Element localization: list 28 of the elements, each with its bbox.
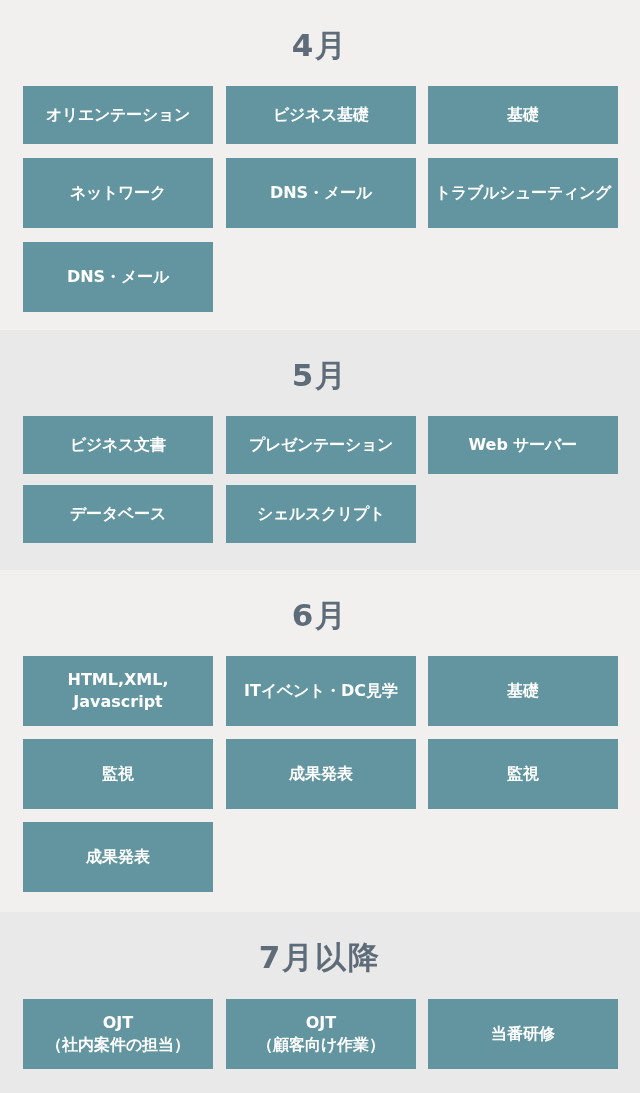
course-box: DNS・メール (23, 242, 213, 312)
course-box: ネットワーク (23, 158, 213, 228)
course-box: DNS・メール (226, 158, 416, 228)
course-box: OJT（社内案件の担当） (23, 999, 213, 1069)
course-box: 成果発表 (23, 822, 213, 892)
course-box: シェルスクリプト (226, 485, 416, 543)
course-box: Web サーバー (428, 416, 618, 474)
course-box: トラブルシューティング (428, 158, 618, 228)
month-heading: 4月 (291, 27, 349, 63)
course-box: HTML,XML, Javascript (23, 656, 213, 726)
month-band (0, 330, 640, 570)
course-box: 基礎 (428, 86, 618, 144)
course-box: オリエンテーション (23, 86, 213, 144)
course-box: ビジネス文書 (23, 416, 213, 474)
course-box: 監視 (428, 739, 618, 809)
course-box: 監視 (23, 739, 213, 809)
course-box: 成果発表 (226, 739, 416, 809)
month-heading: 7月以降 (258, 939, 382, 975)
course-box: ITイベント・DC見学 (226, 656, 416, 726)
month-heading: 6月 (291, 597, 349, 633)
course-box: OJT（顧客向け作業） (226, 999, 416, 1069)
month-band (0, 912, 640, 1093)
course-box: ビジネス基礎 (226, 86, 416, 144)
course-box: 当番研修 (428, 999, 618, 1069)
course-box: プレゼンテーション (226, 416, 416, 474)
month-heading: 5月 (291, 357, 349, 393)
course-box: 基礎 (428, 656, 618, 726)
course-box: データベース (23, 485, 213, 543)
